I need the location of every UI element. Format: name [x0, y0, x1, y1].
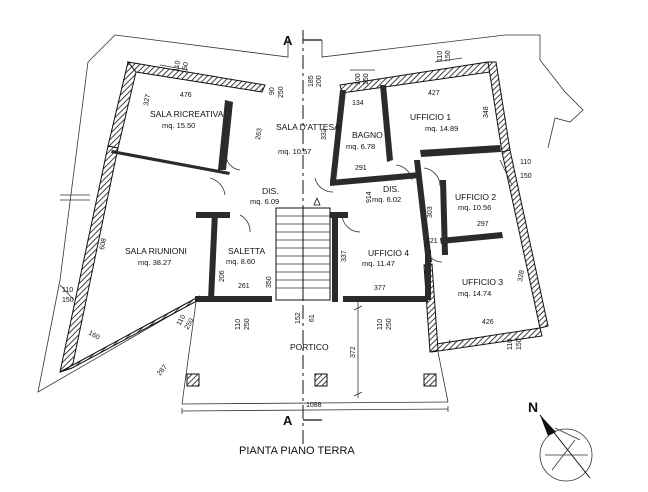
- room-sala-ricreativa-name: SALA RICREATIVA: [150, 109, 224, 119]
- room-ufficio3-area: mq. 14.74: [458, 289, 491, 298]
- dim-label: 263: [255, 128, 264, 141]
- dim-label: 110: [507, 339, 514, 350]
- room-sala-attesa-area: mq. 10.57: [278, 147, 311, 156]
- dim-label: 427: [428, 90, 440, 97]
- dim-label: 185: [308, 75, 315, 87]
- dim-label: 297: [477, 221, 489, 228]
- dim-label: 100: [355, 73, 362, 85]
- room-portico-name: PORTICO: [290, 342, 329, 352]
- dim-label: 134: [352, 100, 364, 107]
- drawing-title: PIANTA PIANO TERRA: [239, 445, 355, 457]
- room-ufficio2-area: mq. 10.56: [458, 203, 491, 212]
- room-bagno-area: mq. 6.78: [346, 142, 375, 151]
- dim-label: 250: [184, 317, 196, 331]
- dim-label: 61: [309, 314, 316, 322]
- dim-label: 250: [244, 318, 251, 330]
- dim-label: 150: [181, 62, 190, 75]
- room-sala-riunioni-area: mq. 38.27: [138, 258, 171, 267]
- room-ufficio1-name: UFFICIO 1: [410, 112, 451, 122]
- dim-label: 150: [445, 50, 452, 62]
- dim-label: 291: [355, 165, 367, 172]
- room-ufficio4-area: mq. 11.47: [362, 259, 395, 268]
- dim-label: 250: [386, 318, 393, 330]
- room-sala-riunioni-name: SALA RIUNIONI: [125, 246, 187, 256]
- dim-label: 328: [517, 270, 526, 283]
- room-saletta-area: mq. 8.60: [226, 257, 255, 266]
- dim-label: 350: [266, 276, 273, 288]
- dim-label: 150: [516, 338, 523, 350]
- dim-label: 150: [363, 73, 370, 85]
- dim-label: 110: [520, 159, 531, 166]
- dim-label: 1088: [306, 402, 322, 409]
- interior-walls: [111, 85, 503, 302]
- room-sala-ricreativa-area: mq. 15.50: [162, 121, 195, 130]
- north-label: N: [528, 399, 538, 415]
- dim-label: 476: [180, 92, 192, 99]
- dim-label: 110: [176, 314, 188, 327]
- dim-label: 348: [483, 106, 490, 118]
- dim-label: 377: [374, 285, 386, 292]
- room-dis-left-area: mq. 6.09: [250, 197, 279, 206]
- dim-label: 327: [143, 94, 152, 107]
- room-labels: SALA RICREATIVA mq. 15.50 SALA D'ATTESA …: [125, 109, 503, 352]
- dimension-labels: 476 327 263 90 250 185 200 332 100 150 1…: [62, 50, 532, 409]
- dim-label: 332: [321, 128, 328, 140]
- dim-label: 303: [427, 206, 434, 218]
- dim-label: 206: [219, 270, 226, 282]
- doors: [209, 155, 443, 263]
- dim-label: 150: [62, 297, 74, 304]
- dim-label: 110: [235, 319, 242, 330]
- window-marks: [59, 57, 513, 301]
- north-arrow-icon: N: [528, 399, 593, 482]
- portico: [181, 301, 449, 414]
- dim-label: 152: [295, 312, 302, 324]
- dim-label: 110: [437, 51, 444, 62]
- room-saletta-name: SALETTA: [228, 246, 265, 256]
- dim-label: 287: [156, 364, 169, 378]
- dim-label: 160: [87, 330, 101, 342]
- section-mark-top: A: [283, 33, 293, 48]
- dim-label: 372: [350, 346, 357, 358]
- dim-label: 426: [482, 319, 494, 326]
- room-ufficio3-name: UFFICIO 3: [462, 277, 503, 287]
- room-bagno-name: BAGNO: [352, 130, 383, 140]
- dim-label: 914: [366, 191, 373, 203]
- stair-arrow-icon: [313, 196, 321, 206]
- room-ufficio4-name: UFFICIO 4: [368, 248, 409, 258]
- room-ufficio2-name: UFFICIO 2: [455, 192, 496, 202]
- room-dis-right-area: mq. 6.02: [372, 195, 401, 204]
- section-mark-bottom: A: [283, 413, 293, 428]
- site-outline: [37, 34, 584, 393]
- dim-label: 200: [316, 75, 323, 87]
- dim-label: 90: [269, 87, 276, 95]
- dim-label: 261: [238, 283, 250, 290]
- dim-label: 337: [341, 250, 348, 262]
- dim-label: 121: [426, 238, 438, 245]
- room-sala-attesa-name: SALA D'ATTESA: [276, 122, 340, 132]
- section-line: A A: [283, 30, 322, 448]
- dim-label: 110: [62, 287, 73, 294]
- room-dis-right-name: DIS.: [383, 184, 400, 194]
- staircase: [275, 196, 331, 301]
- dim-label: 150: [520, 173, 532, 180]
- dim-label: 250: [278, 86, 285, 98]
- room-ufficio1-area: mq. 14.89: [425, 124, 458, 133]
- dim-label: 110: [377, 319, 384, 330]
- room-dis-left-name: DIS.: [262, 186, 279, 196]
- exterior-walls: [59, 60, 549, 373]
- dim-label: 110: [173, 60, 182, 72]
- dim-label: 608: [99, 238, 108, 251]
